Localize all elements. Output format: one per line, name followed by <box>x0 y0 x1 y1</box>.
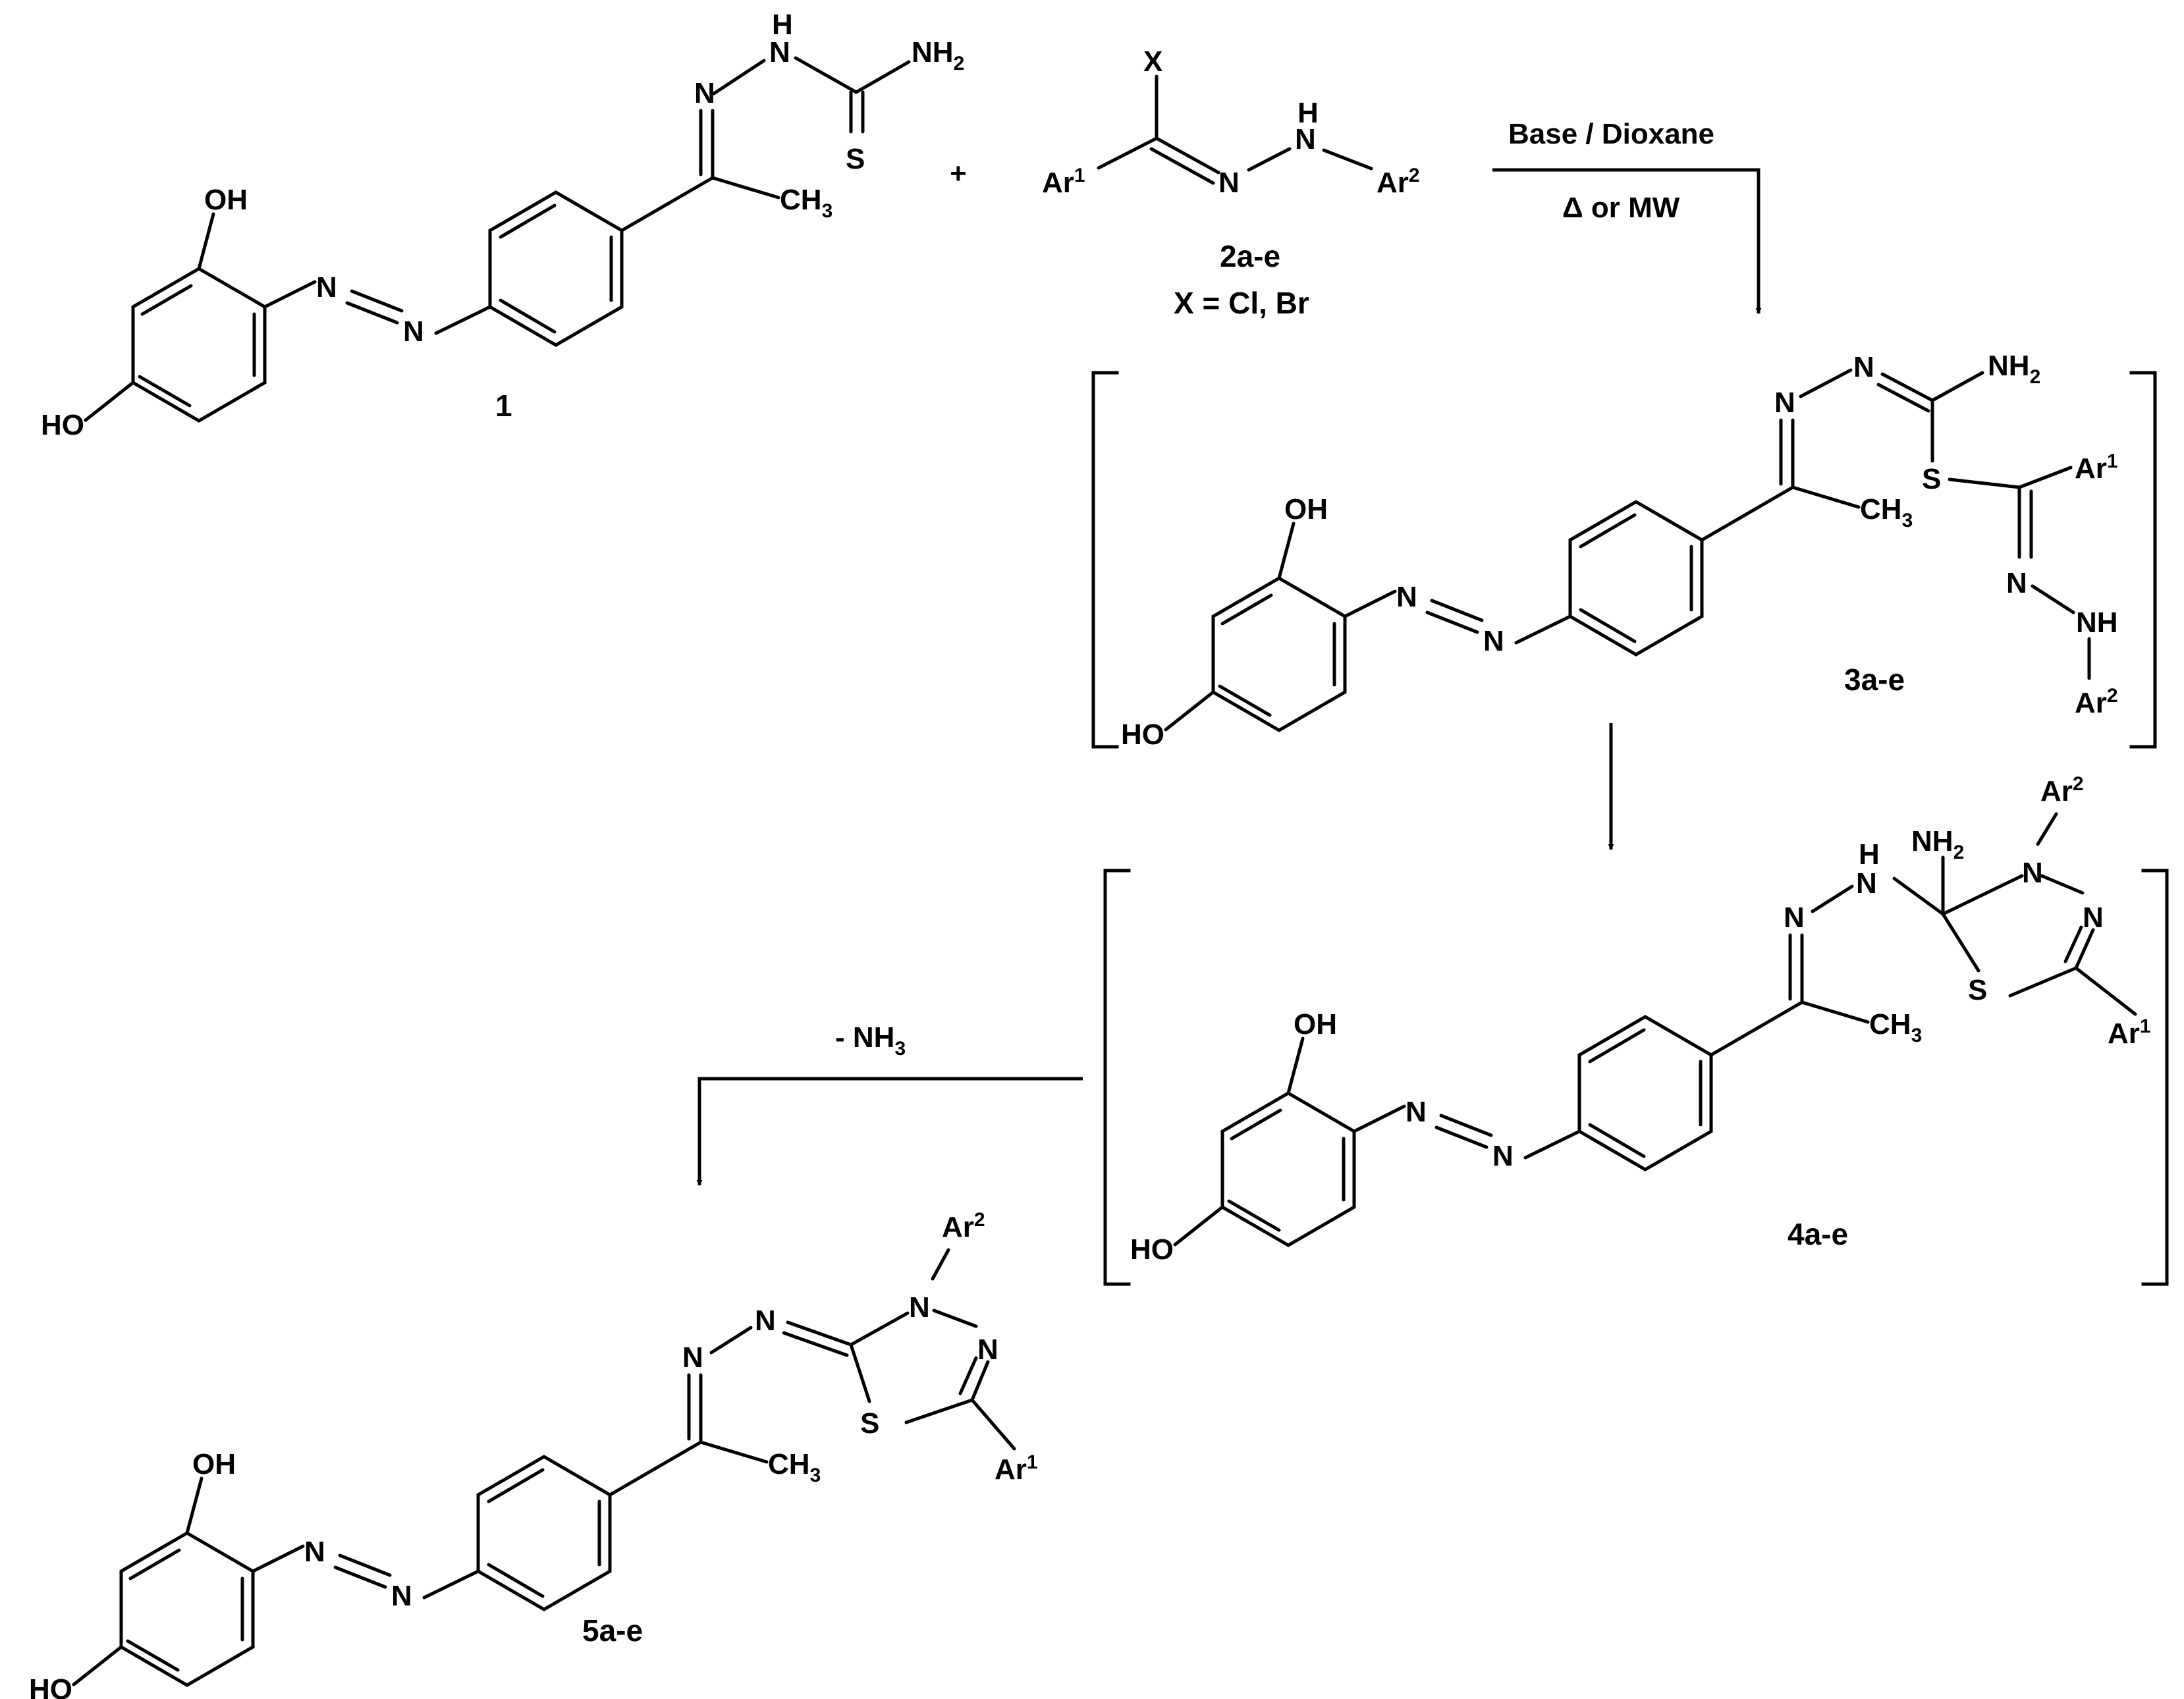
nh-nitrogen-label: N <box>1856 867 1877 900</box>
aryl-2-label: Ar2 <box>2040 773 2084 807</box>
condition-heat-mw: Δ or MW <box>1562 192 1680 224</box>
nh-hydrogen-label: H <box>1297 97 1319 129</box>
compound-1-label: 1 <box>495 389 512 423</box>
compound-1: N H NH2 S 1 <box>41 9 964 441</box>
ring-nitrogen-4-label: N <box>977 1334 998 1366</box>
nh-hydrogen-label: H <box>1859 838 1880 871</box>
plus-sign: + <box>950 157 967 190</box>
condition-base-solvent: Base / Dioxane <box>1508 118 1714 150</box>
amino-label: NH2 <box>912 36 964 74</box>
nh-hydrogen-label: H <box>772 9 793 41</box>
nh-nitrogen-label: N <box>769 36 790 68</box>
aryl-1-label: Ar1 <box>2075 450 2118 485</box>
azine-nitrogen-label: N <box>1853 351 1874 383</box>
condition-ammonia-loss: - NH3 <box>835 1021 906 1060</box>
azine-nitrogen-label: N <box>755 1305 776 1337</box>
hydrazonoyl-nitrogen-label: N <box>1218 167 1240 199</box>
ring-nitrogen-3-label: N <box>909 1291 930 1324</box>
reaction-arrow-1: Base / Dioxane Δ or MW <box>1492 118 1762 314</box>
aryl-1-label: Ar1 <box>995 1451 1038 1486</box>
intermediate-4a-e: N H NH2 N N S Ar2 Ar1 4a-e <box>1103 773 2169 1286</box>
aryl-2-label: Ar2 <box>942 1209 985 1243</box>
nh-nitrogen-label: N <box>1295 123 1316 155</box>
product-5a-e: N N N S Ar2 Ar1 5a-e <box>29 1209 1038 1699</box>
intermediate-3a-e: N NH2 S Ar1 N NH Ar2 3a-e <box>1091 350 2157 751</box>
aryl-2-label: Ar2 <box>2075 685 2118 719</box>
compound-4-label: 4a-e <box>1788 1217 1848 1251</box>
hydrazone-nitrogen-label: N <box>2006 567 2027 599</box>
aryl-1-label: Ar1 <box>1042 165 1085 199</box>
ring-sulfur-label: S <box>860 1407 879 1440</box>
reaction-arrow-3: - NH3 <box>696 1021 1083 1186</box>
amino-label: NH2 <box>1911 825 1964 863</box>
compound-2-note: X = Cl, Br <box>1174 286 1309 320</box>
compound-5-label: 5a-e <box>582 1613 643 1648</box>
amino-label: NH2 <box>1988 350 2040 388</box>
ring-nitrogen-4-label: N <box>2083 902 2104 934</box>
nh-label: NH <box>2076 607 2118 639</box>
compound-2a-e: X Ar1 N N H Ar2 2a-e X = Cl, Br <box>1042 45 1420 320</box>
ring-nitrogen-3-label: N <box>2022 857 2043 889</box>
halogen-x-label: X <box>1143 45 1162 78</box>
aryl-2-label: Ar2 <box>1377 165 1420 199</box>
compound-3-label: 3a-e <box>1844 662 1905 697</box>
thione-sulfur-label: S <box>846 143 865 175</box>
thioether-sulfur-label: S <box>1922 463 1941 495</box>
ring-sulfur-label: S <box>1968 974 1987 1006</box>
compound-2-label: 2a-e <box>1220 239 1280 273</box>
aryl-1-label: Ar1 <box>2108 1015 2151 1050</box>
